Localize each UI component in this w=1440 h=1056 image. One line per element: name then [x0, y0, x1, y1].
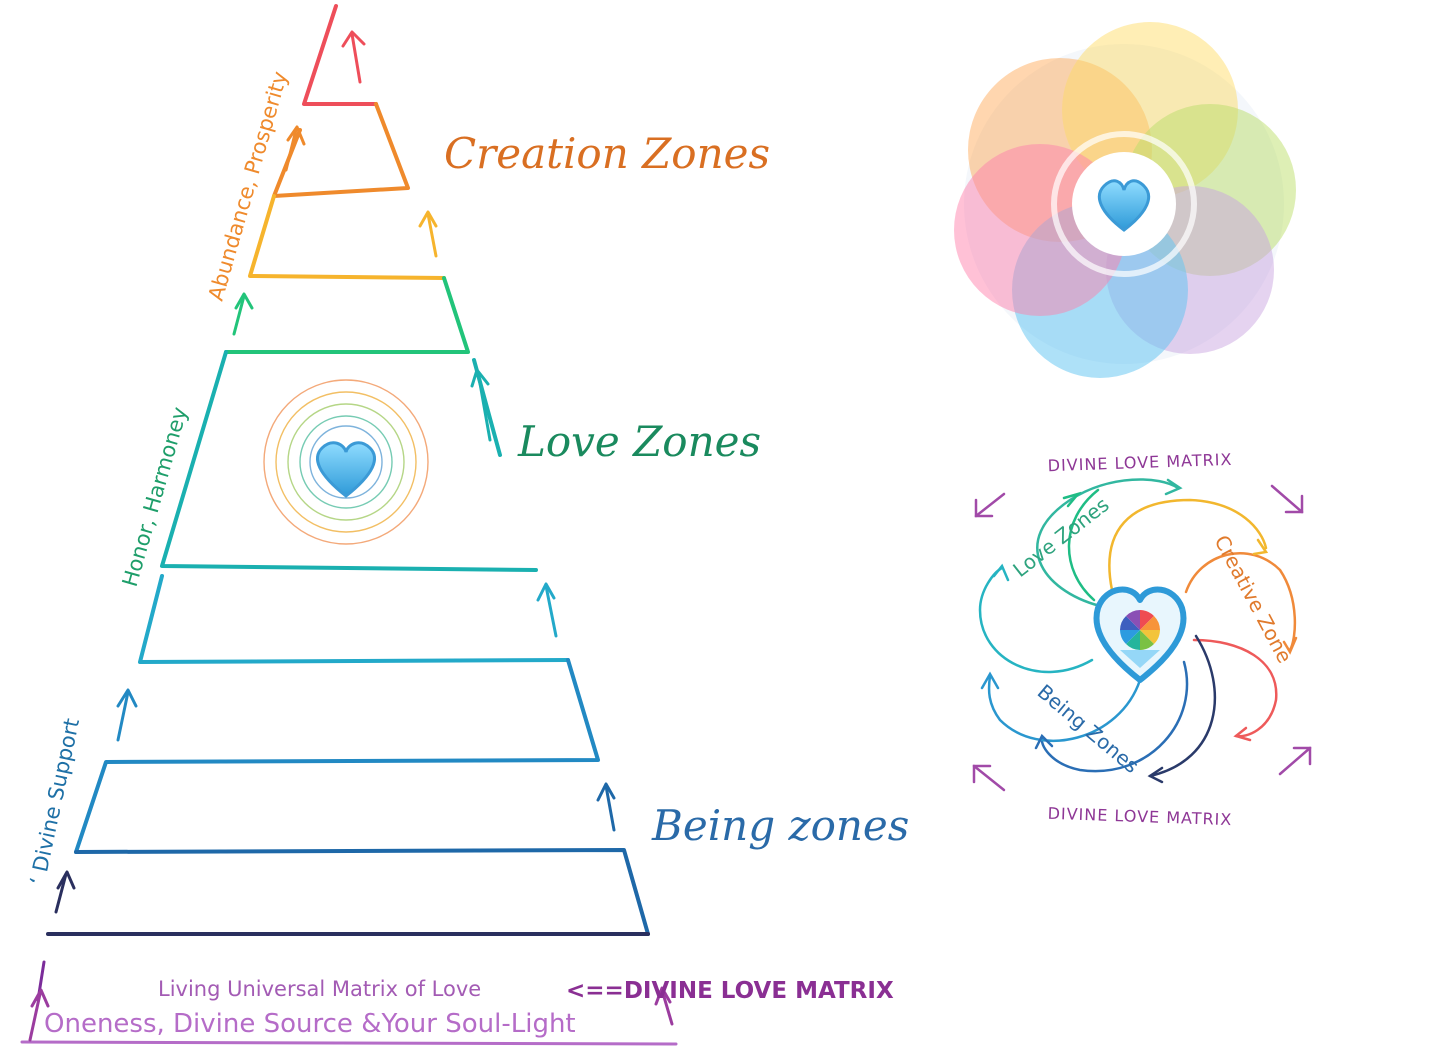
pyramid-tier-2 [272, 102, 410, 198]
up-arrow-icon [536, 582, 558, 638]
center-heart-icon [1093, 586, 1187, 683]
pyramid-tier-6 [138, 574, 570, 664]
heart-icon [316, 441, 376, 498]
spiral-arm [1192, 638, 1278, 738]
matrix-pointer-label: <==DIVINE LOVE MATRIX [566, 978, 894, 1004]
pyramid-tier-1 [302, 4, 378, 106]
spiral-arm [1067, 488, 1100, 602]
heart-icon [1098, 179, 1150, 232]
arrowhead [980, 671, 1000, 690]
matrix-line-label: Living Universal Matrix of Love [158, 977, 481, 1001]
up-arrow-icon [654, 986, 674, 1026]
oneness-label: Oneness, Divine Source &Your Soul-Light [44, 1009, 576, 1039]
zone-label-being: Being zones [651, 801, 909, 850]
wheel-title-bottom: DIVINE LOVE MATRIX [1047, 804, 1232, 829]
matrix-wheel [972, 478, 1312, 792]
arrowhead [1034, 733, 1054, 750]
up-arrow-icon [116, 688, 138, 742]
up-arrow-icon [284, 125, 306, 172]
side-label-divine-support: ‘ Divine Support [25, 716, 84, 887]
pyramid-tier-8 [74, 848, 650, 936]
spiral-arm [987, 674, 1142, 742]
spiral-arm [1148, 634, 1216, 778]
zone-label-creation: Creation Zones [444, 129, 770, 178]
pyramid-arrows [28, 30, 674, 1042]
arrowhead [1062, 491, 1082, 508]
up-arrow-icon [418, 210, 438, 258]
up-arrow-icon [341, 30, 366, 84]
spiral-arm [1184, 552, 1297, 652]
arrowhead [992, 563, 1010, 582]
arrowhead [1282, 636, 1298, 655]
spiral-arm [1040, 660, 1189, 773]
pyramid-tier-3 [248, 194, 446, 280]
arrowhead [1147, 766, 1164, 784]
pyramid-tier-7 [74, 658, 600, 854]
up-arrow-icon [470, 368, 492, 442]
up-arrow-icon [54, 870, 76, 914]
wheel-label-being-zones: Being Zones [1033, 679, 1144, 778]
spiral-arm [1036, 478, 1180, 608]
oneness-line [20, 1040, 678, 1046]
love-spiral [263, 379, 429, 545]
spiral-arm [978, 566, 1094, 674]
wheel-label-creative-zone: Creative Zone [1210, 531, 1297, 667]
color-swirl [954, 22, 1296, 378]
pyramid-tier-4 [224, 276, 470, 354]
up-arrow-icon [28, 988, 50, 1042]
wheel-title-top: DIVINE LOVE MATRIX [1047, 450, 1232, 475]
up-arrow-icon [596, 782, 616, 832]
arrowhead [1252, 538, 1269, 556]
up-arrow-icon [232, 292, 254, 336]
arrowhead [1164, 478, 1183, 496]
spiral-arm [1108, 498, 1268, 592]
zone-label-love: Love Zones [517, 417, 761, 466]
corner-arrow [972, 484, 1312, 792]
arrowhead [1233, 726, 1252, 742]
